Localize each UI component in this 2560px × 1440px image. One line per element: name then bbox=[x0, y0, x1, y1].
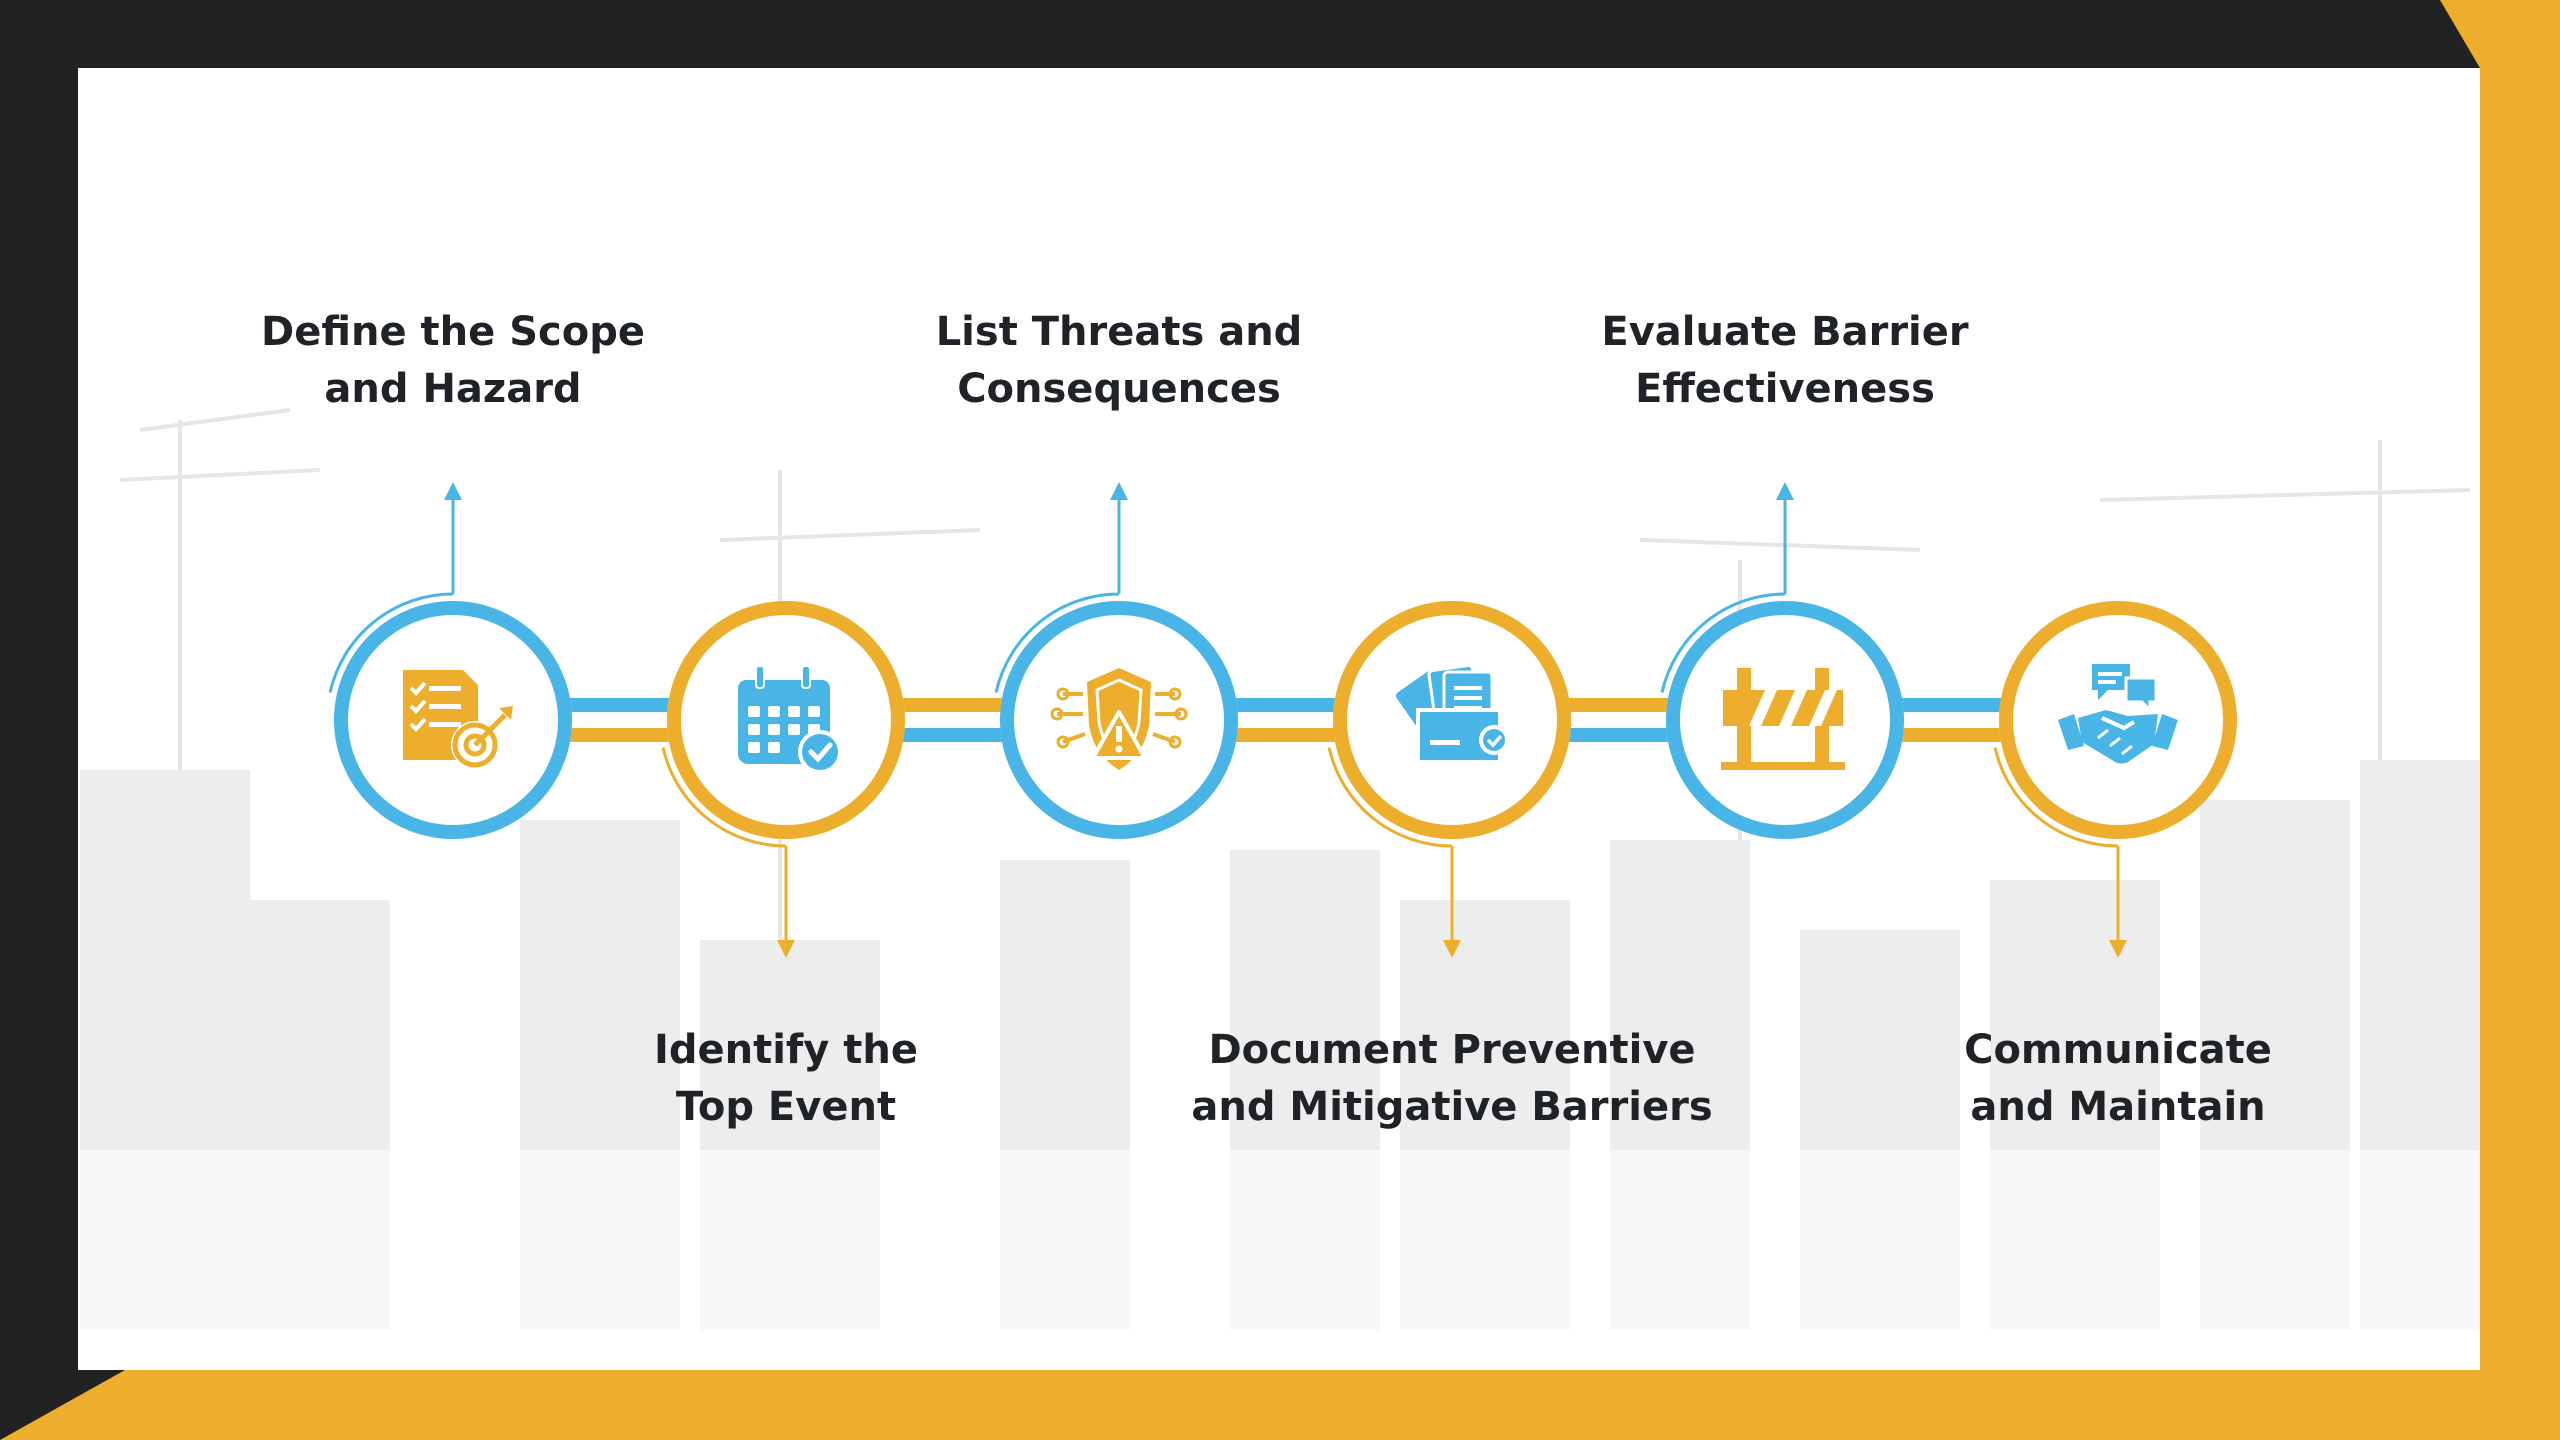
handshake-chat-icon bbox=[2058, 664, 2178, 764]
step-label-line: and Mitigative Barriers bbox=[1191, 1084, 1713, 1130]
connector-bar-bottom bbox=[894, 728, 1011, 742]
step-arc bbox=[1993, 747, 2119, 848]
step-node-ring bbox=[667, 601, 905, 839]
step-node bbox=[1327, 601, 1571, 958]
step-label-line: Identify the bbox=[653, 1027, 919, 1073]
arrow-up-icon bbox=[1776, 482, 1794, 500]
step-node bbox=[1660, 482, 1904, 839]
arrow-down-icon bbox=[2109, 940, 2127, 958]
step-arc bbox=[328, 592, 454, 693]
step-node bbox=[661, 601, 905, 958]
documents-check-icon bbox=[1395, 663, 1509, 764]
step-node-ring bbox=[1999, 601, 2237, 839]
connector-bar-top bbox=[1560, 698, 1677, 712]
step-label: Document Preventive and Mitigative Barrie… bbox=[1182, 1022, 1722, 1136]
calendar-check-icon bbox=[738, 665, 842, 774]
connector-bar-bottom bbox=[561, 728, 678, 742]
step-label-line: Document Preventive bbox=[1208, 1027, 1696, 1073]
connector-bar-bottom bbox=[1227, 728, 1344, 742]
step-label-line: and Hazard bbox=[324, 366, 582, 412]
step-label-line: Define the Scope bbox=[261, 309, 645, 355]
step-label-line: Top Event bbox=[675, 1084, 897, 1130]
step-node bbox=[328, 482, 572, 839]
step-label-line: List Threats and bbox=[935, 309, 1303, 355]
connector-bar-top bbox=[1227, 698, 1344, 712]
step-connectors bbox=[561, 698, 2010, 742]
checklist-target-icon bbox=[403, 670, 513, 769]
arrow-down-icon bbox=[777, 940, 795, 958]
arrow-down-icon bbox=[1443, 940, 1461, 958]
step-node-ring bbox=[1333, 601, 1571, 839]
step-label-line: Consequences bbox=[957, 366, 1281, 412]
connector-bar-top bbox=[894, 698, 1011, 712]
step-label-line: and Maintain bbox=[1970, 1084, 2266, 1130]
connector-bar-top bbox=[1893, 698, 2010, 712]
connector-bar-bottom bbox=[1893, 728, 2010, 742]
connector-bar-top bbox=[561, 698, 678, 712]
step-node bbox=[1993, 601, 2237, 958]
step-node-ring bbox=[1666, 601, 1904, 839]
step-label: Define the Scope and Hazard bbox=[183, 304, 723, 418]
step-arc bbox=[994, 592, 1120, 693]
step-label-line: Effectiveness bbox=[1635, 366, 1935, 412]
step-node-ring bbox=[1000, 601, 1238, 839]
connector-bar-bottom bbox=[1560, 728, 1677, 742]
step-arc bbox=[1327, 747, 1453, 848]
step-label: Communicate and Maintain bbox=[1848, 1022, 2388, 1136]
arrow-up-icon bbox=[444, 482, 462, 500]
step-label-line: Communicate bbox=[1964, 1027, 2272, 1073]
step-node bbox=[994, 482, 1238, 839]
shield-warning-icon bbox=[1050, 668, 1188, 770]
step-arc bbox=[661, 747, 787, 848]
step-node-ring bbox=[334, 601, 572, 839]
city-skyline-background bbox=[80, 408, 2480, 1330]
road-barrier-icon bbox=[1721, 668, 1845, 770]
step-label-line: Evaluate Barrier bbox=[1601, 309, 1969, 355]
skyline-fade bbox=[78, 1150, 2480, 1370]
step-arc bbox=[1660, 592, 1786, 693]
arrow-up-icon bbox=[1110, 482, 1128, 500]
step-nodes bbox=[328, 482, 2237, 958]
